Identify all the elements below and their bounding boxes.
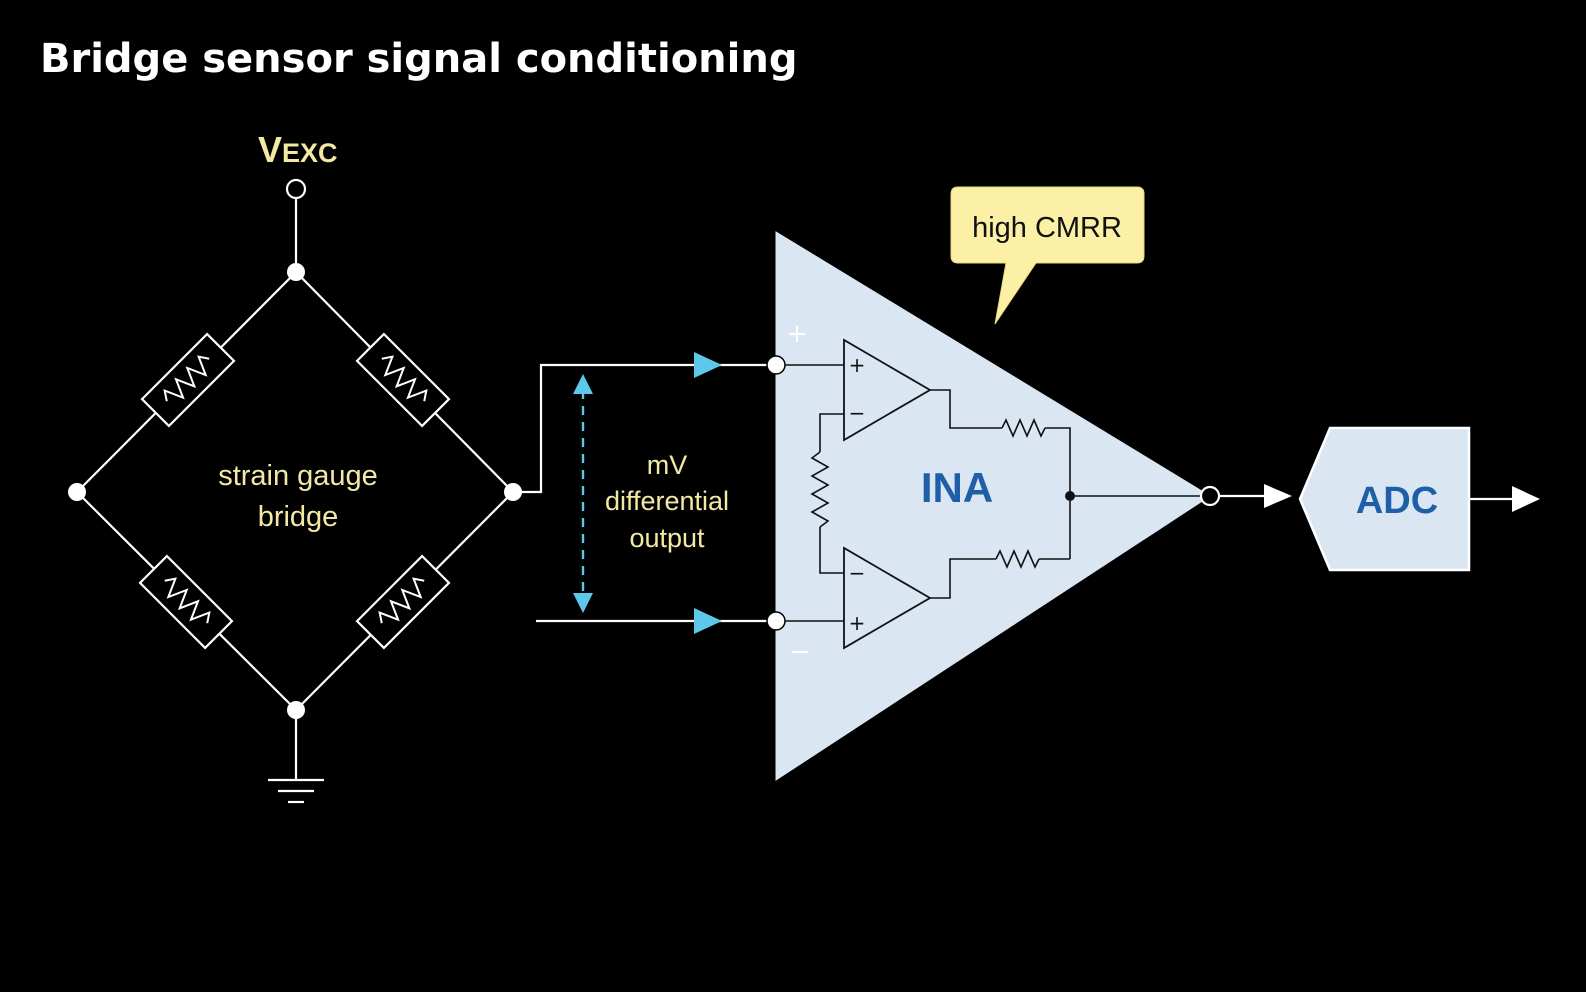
callout-bubble (950, 186, 1145, 325)
arrow-right-icon (1264, 484, 1292, 508)
resistor-bottom-right (355, 554, 451, 650)
adc-box (1298, 426, 1471, 572)
opamp-bottom-plus: + (849, 611, 866, 635)
page-title: Bridge sensor signal conditioning (40, 36, 797, 82)
differential-label-line1: mV (647, 450, 688, 480)
ground-icon (268, 778, 324, 804)
opamp-top-minus: − (849, 401, 866, 425)
amplifier-label: INA (921, 464, 993, 511)
input-terminal-minus (766, 611, 786, 631)
arrow-up-icon (573, 374, 593, 394)
differential-output-wiring: mV differential output (513, 352, 776, 634)
arrow-right-icon (694, 608, 722, 634)
feedback-resistor-top (1001, 418, 1046, 438)
arrow-right-icon (1512, 486, 1540, 512)
resistor-top-right (355, 332, 451, 428)
differential-label-line3: output (629, 523, 705, 553)
opamp-bottom-minus: − (849, 561, 866, 585)
arrow-right-icon (694, 352, 722, 378)
excitation-terminal (285, 178, 307, 200)
differential-label-line2: differential (605, 486, 729, 516)
excitation-label: VEXC (258, 129, 338, 170)
strain-gauge-bridge: VEXC strain gauge bridge (68, 129, 522, 804)
opamp-top (843, 338, 932, 442)
instrumentation-amplifier: + − + − − + INA (766, 231, 1221, 781)
resistor-bottom-left (138, 554, 234, 650)
positive-signal-wire (513, 363, 776, 494)
opamp-top-plus: + (849, 353, 866, 377)
input-terminal-plus (766, 355, 786, 375)
opamp-bottom (843, 546, 932, 650)
bridge-node-top (287, 263, 305, 281)
feedback-resistor-bottom (995, 549, 1040, 569)
input-plus-sign: + (786, 319, 808, 349)
callout-text: high CMRR (972, 212, 1122, 244)
amplifier-output-terminal (1199, 485, 1221, 507)
bridge-label-line1: strain gauge (218, 460, 378, 492)
arrow-down-icon (573, 593, 593, 613)
input-minus-sign: − (789, 637, 811, 667)
adc-label: ADC (1356, 480, 1438, 522)
resistor-top-left (140, 332, 236, 428)
adc-block: ADC (1219, 426, 1540, 572)
bridge-label-line2: bridge (258, 501, 339, 533)
cmrr-callout: high CMRR (950, 186, 1145, 325)
bridge-node-left (68, 483, 86, 501)
gain-resistor (810, 451, 830, 528)
